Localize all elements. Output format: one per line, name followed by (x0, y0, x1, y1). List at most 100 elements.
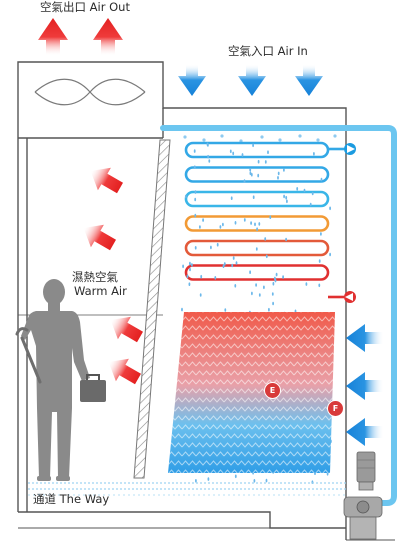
water-droplet (269, 215, 272, 219)
water-droplet (231, 263, 234, 268)
air-out-arrow (93, 18, 123, 56)
water-droplet (251, 291, 253, 296)
water-droplet (275, 272, 278, 277)
air-in-arrow (346, 324, 384, 352)
fan-icon (34, 78, 146, 106)
cold-water-basin (18, 482, 346, 529)
water-droplet (267, 150, 269, 154)
water-droplet (264, 160, 267, 164)
water-droplet (234, 221, 237, 225)
water-droplet (309, 202, 312, 207)
pump-valve-icon (343, 496, 395, 541)
water-droplet (188, 282, 191, 287)
water-droplet (318, 259, 321, 263)
marker-e: E (265, 383, 280, 398)
water-droplet (329, 252, 331, 257)
water-droplet (285, 195, 288, 200)
coil-water-outlet-icon (344, 143, 356, 155)
fan-stack-outline (17, 61, 164, 138)
toolbox-icon (80, 374, 106, 402)
water-droplet (313, 152, 315, 156)
water-droplet (256, 227, 258, 231)
water-droplet (320, 177, 323, 182)
water-droplet (194, 197, 197, 202)
water-droplet (283, 168, 285, 172)
water-droplet (283, 194, 285, 199)
water-droplet (252, 143, 255, 148)
water-droplet (207, 477, 210, 481)
worker-figure-icon (21, 279, 90, 481)
water-droplet (194, 190, 197, 194)
return-water-pipe (160, 125, 397, 506)
air-in-arrow (178, 64, 206, 96)
water-droplet (222, 264, 225, 269)
water-droplet (243, 179, 246, 183)
water-droplet (229, 149, 232, 154)
water-droplet (249, 270, 252, 275)
warm-air-label-cn: 濕熱空氣 (72, 270, 118, 284)
coil-loop (184, 264, 330, 281)
water-droplet (257, 159, 260, 164)
water-droplet (232, 256, 235, 260)
water-droplet (318, 283, 321, 288)
heat-exchange-coils (184, 141, 344, 299)
water-droplet (207, 154, 210, 159)
water-droplet (234, 474, 237, 479)
water-droplet (194, 213, 197, 218)
water-droplet (199, 293, 202, 297)
coil-loop (184, 190, 330, 208)
water-droplet (329, 206, 331, 211)
water-droplet (285, 237, 287, 242)
water-droplet (296, 187, 299, 191)
coil-water-inlet-icon (344, 291, 356, 303)
water-droplet (311, 191, 314, 196)
air-in-arrow (295, 64, 323, 96)
drift-eliminator-wall (133, 139, 171, 479)
water-droplet (194, 246, 197, 250)
water-droplet (189, 261, 191, 266)
fill-media (168, 312, 335, 473)
water-droplet (274, 276, 276, 281)
air-out-arrow (38, 18, 68, 56)
air-out-arrows (38, 18, 123, 56)
water-droplet (320, 232, 322, 236)
warm-air-arrows (83, 167, 143, 385)
water-droplet (277, 176, 279, 180)
water-droplet (254, 222, 256, 227)
water-droplet (255, 247, 258, 251)
water-droplet (277, 171, 280, 176)
water-droplet (222, 222, 224, 227)
water-droplet (241, 153, 244, 157)
warm-air-label-en: Warm Air (74, 284, 127, 298)
warm-air-arrow (110, 316, 143, 343)
water-droplet (305, 282, 308, 286)
water-droplet (224, 308, 227, 312)
air-in-arrow (346, 418, 384, 446)
water-droplet (258, 293, 261, 297)
air-out-label: 空氣出口 Air Out (40, 0, 130, 14)
water-droplet (189, 267, 191, 272)
water-droplet (219, 225, 222, 229)
marker-f: F (328, 401, 343, 416)
water-droplet (249, 171, 252, 176)
water-droplet (193, 149, 196, 153)
water-droplet (257, 173, 260, 178)
water-droplet (255, 283, 257, 287)
water-droplet (199, 225, 201, 229)
water-droplet (216, 242, 219, 247)
water-droplet (230, 196, 233, 200)
water-droplet (191, 263, 193, 267)
water-droplet (214, 276, 217, 280)
water-droplet (258, 222, 261, 226)
right-casing (162, 93, 347, 540)
air-in-arrow (346, 372, 384, 400)
water-droplet (252, 195, 255, 199)
water-droplet (265, 254, 268, 259)
wrench-icon (15, 327, 42, 384)
water-droplet (286, 199, 288, 204)
water-droplet (265, 478, 268, 483)
water-droplet (208, 159, 211, 163)
water-droplet (200, 274, 203, 279)
coil-loop (184, 239, 330, 257)
water-droplet (303, 188, 306, 193)
